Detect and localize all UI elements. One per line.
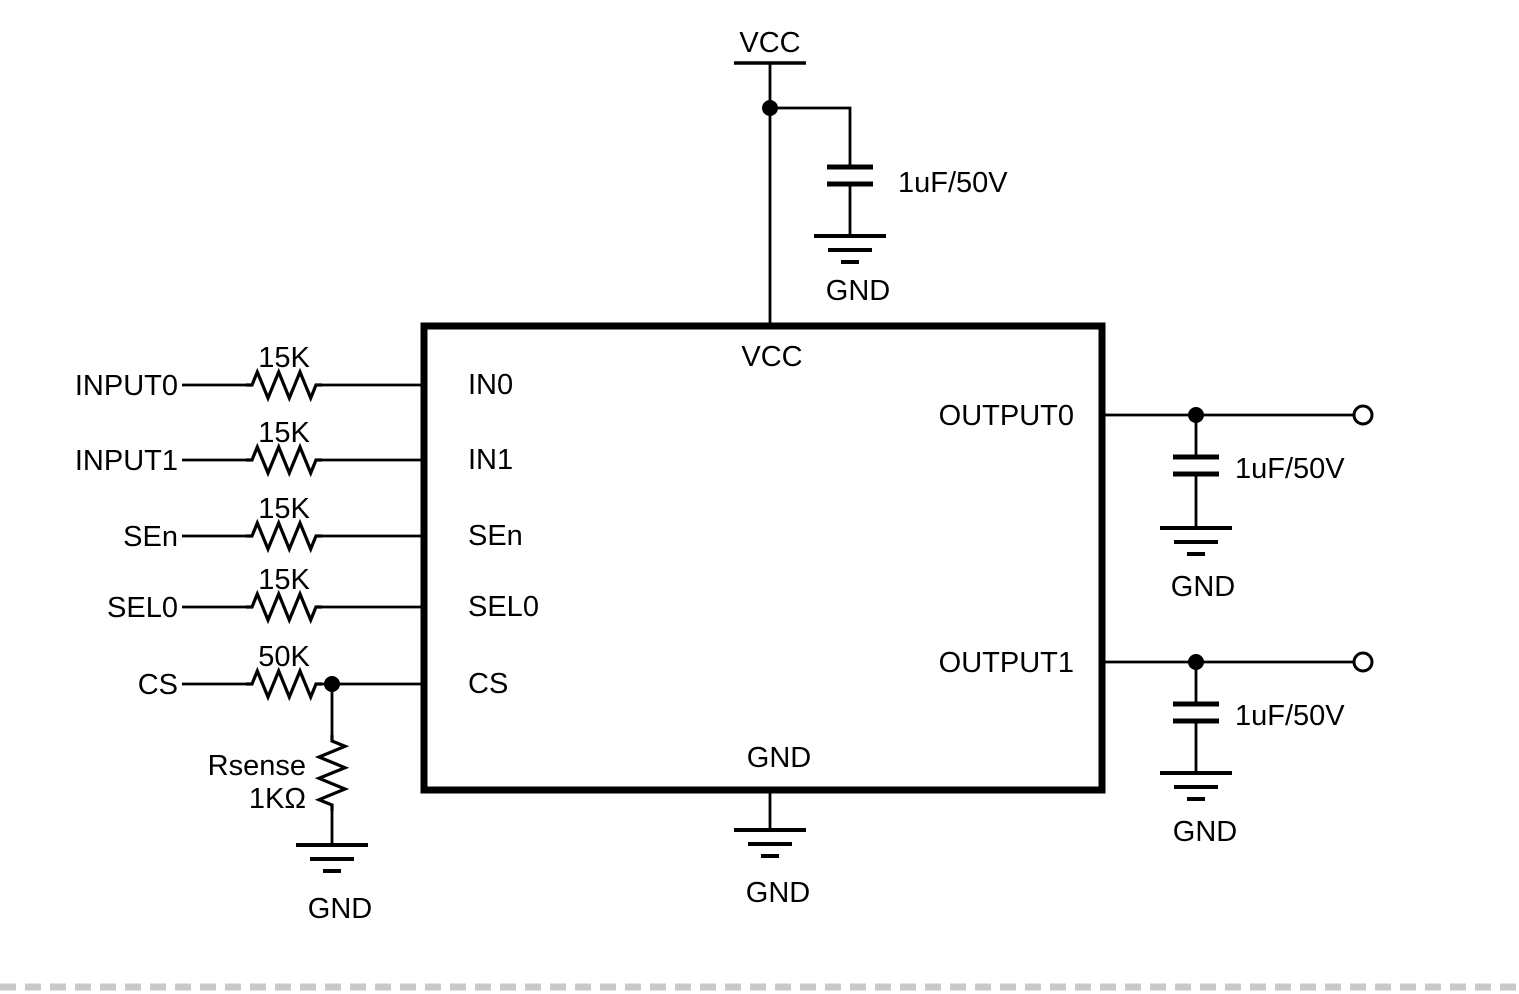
ic-pin-in1-label: IN1 (468, 444, 513, 476)
net-label: SEn (123, 521, 178, 553)
series-resistor (244, 669, 324, 699)
sense-branch: Rsense 1KΩ GND (208, 676, 372, 925)
ic: VCC GND IN0 IN1 SEn SEL0 CS OUTPUT0 OUTP… (420, 322, 1106, 794)
input-row-sen: SEn 15K (123, 493, 424, 553)
ic-pin-vcc-label: VCC (741, 341, 802, 373)
ic-ground: GND (732, 790, 810, 909)
resistor-value-label: 15K (258, 493, 310, 525)
ic-pin-output1-label: OUTPUT1 (939, 647, 1074, 679)
net-label: SEL0 (107, 592, 178, 624)
net-label: INPUT0 (75, 370, 178, 402)
ground-label: GND (746, 877, 810, 909)
series-resistor (244, 370, 324, 400)
cap-branch-wire (770, 106, 852, 167)
ground-symbol (732, 828, 808, 858)
filter-capacitor (1173, 457, 1219, 474)
ground-label: GND (308, 893, 372, 925)
resistor-symbol (317, 733, 347, 813)
ic-body (420, 322, 1106, 794)
rsense-value-label: 1KΩ (249, 783, 306, 815)
ground-label: GND (826, 275, 890, 307)
output-terminal (1352, 404, 1374, 426)
input-row-input0: INPUT0 15K (75, 342, 424, 402)
input-row-cs: CS 50K (138, 641, 424, 701)
cap-value-label: 1uF/50V (1235, 453, 1345, 485)
input-row-sel0: SEL0 15K (107, 564, 424, 624)
resistor-value-label: 15K (258, 564, 310, 596)
ground-label: GND (1173, 816, 1237, 848)
ground-symbol (1158, 526, 1234, 556)
ground-label: GND (1171, 571, 1235, 603)
output-terminal (1352, 651, 1374, 673)
resistor-value-label: 50K (258, 641, 310, 673)
ic-pin-sen-label: SEn (468, 520, 523, 552)
output0-net: 1uF/50V GND (1102, 404, 1374, 603)
decoupling-cap-value-label: 1uF/50V (898, 167, 1008, 199)
ground-symbol (294, 843, 370, 873)
ground-symbol (1158, 771, 1234, 801)
resistor-value-label: 15K (258, 417, 310, 449)
decoupling-capacitor (827, 167, 873, 184)
vcc-rail-label: VCC (739, 27, 800, 59)
input-row-input1: INPUT1 15K (75, 417, 424, 477)
ic-pin-in0-label: IN0 (468, 369, 513, 401)
net-label: CS (138, 669, 178, 701)
ic-pin-output0-label: OUTPUT0 (939, 400, 1074, 432)
output1-net: 1uF/50V GND (1102, 651, 1374, 848)
cap-value-label: 1uF/50V (1235, 700, 1345, 732)
ic-pin-gnd-label: GND (747, 742, 811, 774)
filter-capacitor (1173, 704, 1219, 721)
resistor-value-label: 15K (258, 342, 310, 374)
vcc-rail: VCC 1uF/50V GND (734, 27, 1008, 326)
series-resistor (244, 592, 324, 622)
ic-pin-sel0-label: SEL0 (468, 591, 539, 623)
series-resistor (244, 521, 324, 551)
ground-symbol (812, 234, 888, 264)
net-label: INPUT1 (75, 445, 178, 477)
series-resistor (244, 445, 324, 475)
rsense-name-label: Rsense (208, 750, 306, 782)
rsense-resistor (317, 733, 347, 813)
ic-pin-cs-label: CS (468, 668, 508, 700)
